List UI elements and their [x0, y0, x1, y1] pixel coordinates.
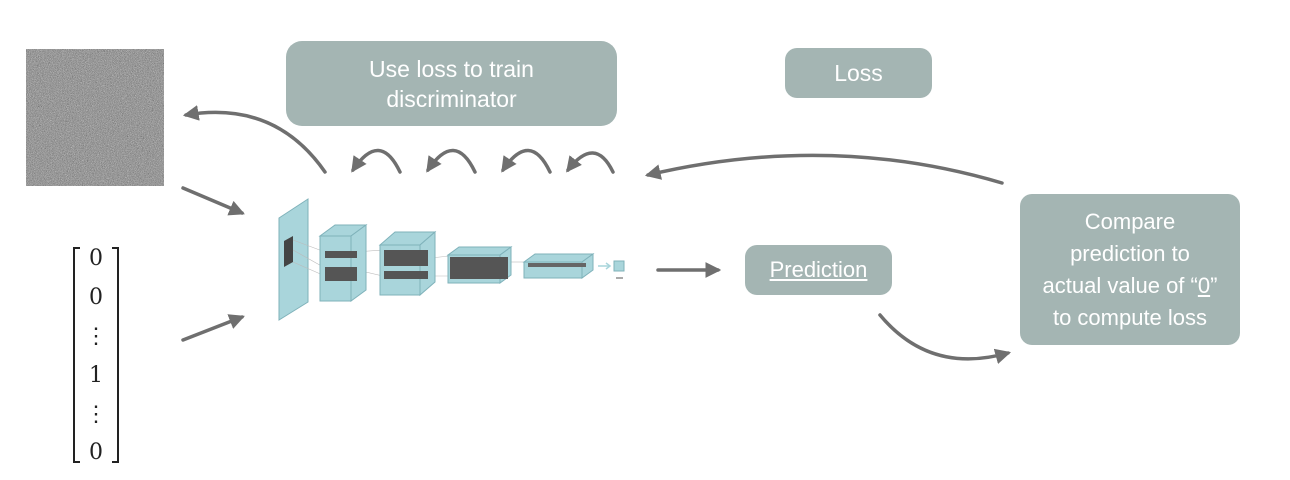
compare-line: actual value of “0” — [1043, 270, 1218, 302]
backprop-arrow — [351, 148, 402, 174]
vector-entry: 0 — [89, 246, 103, 271]
compare-line: prediction to — [1070, 240, 1190, 266]
arrow-noise-to-network — [181, 186, 245, 216]
vector-entry: 0 — [89, 440, 103, 465]
network-icon — [278, 198, 625, 321]
loss-box: Loss — [785, 48, 932, 98]
train-box-line: Use loss to train — [369, 55, 534, 82]
backprop-arrow — [566, 151, 615, 174]
compare-box: Compare prediction to actual value of “0… — [1020, 194, 1240, 345]
compare-line: Compare — [1084, 208, 1176, 234]
arrow-loss-back — [644, 153, 1004, 185]
loss-label: Loss — [834, 59, 883, 86]
train-discriminator-box: Use loss to train discriminator — [286, 41, 617, 126]
vector-entry: 0 — [89, 285, 103, 310]
vector-brackets — [73, 247, 119, 463]
train-box-line: discriminator — [386, 85, 517, 112]
label-vector: 0 0 ⋮ 1 ⋮ 0 — [66, 244, 126, 466]
prediction-label: Prediction — [769, 257, 868, 282]
compare-line: to compute loss — [1052, 304, 1208, 330]
vector-entry: 1 — [89, 363, 103, 388]
vector-entry: ⋮ — [85, 402, 107, 427]
backprop-arrow — [501, 148, 552, 174]
noise-image — [26, 49, 164, 186]
compare-prefix: actual value of “ — [1042, 272, 1198, 298]
arrow-prediction-to-compare — [878, 313, 1012, 364]
compare-target-value: 0 — [1197, 272, 1211, 298]
arrow-backprop-to-noise — [182, 105, 327, 174]
compare-suffix: ” — [1210, 272, 1218, 298]
backprop-arrow — [426, 148, 477, 174]
arrow-label-to-network — [181, 314, 245, 342]
prediction-box: Prediction — [745, 245, 892, 295]
vector-entry: ⋮ — [85, 324, 107, 349]
